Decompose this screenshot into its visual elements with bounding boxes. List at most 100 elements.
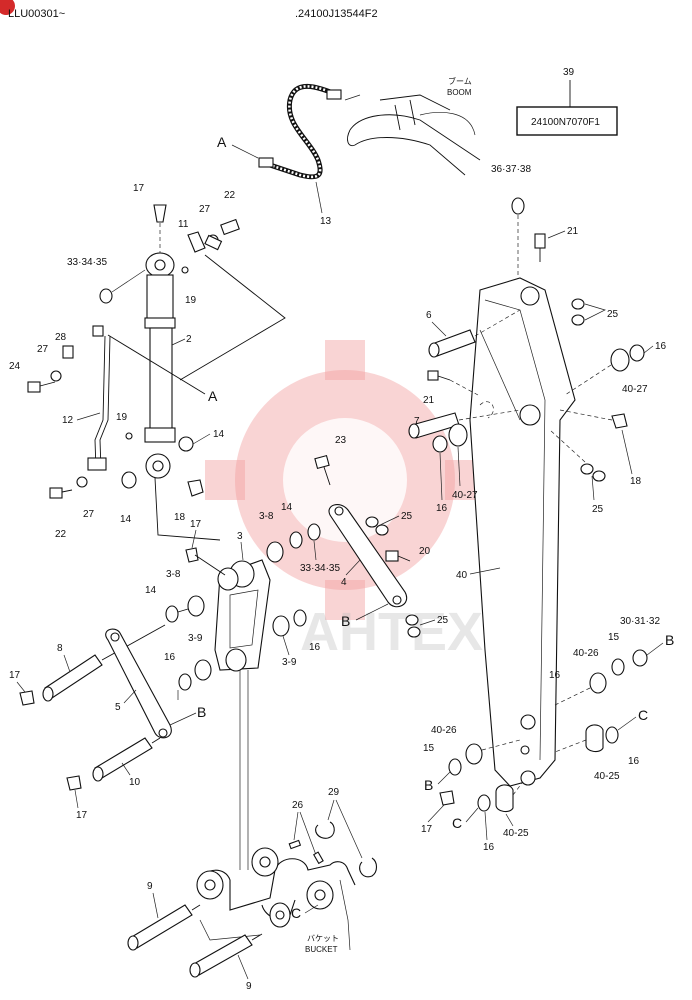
- pin-10: [92, 737, 153, 782]
- boom-caption-en: BOOM: [447, 88, 472, 97]
- callout-18-a: 18: [174, 512, 186, 523]
- callout-22-a: 22: [224, 190, 236, 201]
- washer-36: [511, 197, 525, 215]
- bucket-caption-jp: バケット: [307, 934, 339, 943]
- callout-16-d: 16: [309, 642, 321, 653]
- callout-30-32: 30·31·32: [620, 616, 660, 627]
- letter-c-right: C: [638, 707, 648, 723]
- letter-b-link4: B: [341, 613, 350, 629]
- callout-10: 10: [129, 777, 141, 788]
- part-number-text: 24100N7070F1: [531, 117, 600, 128]
- callout-15-a: 15: [608, 632, 620, 643]
- callout-3-8-b: 3-8: [166, 569, 181, 580]
- callout-19-b: 19: [116, 412, 128, 423]
- letter-a-mid: A: [208, 388, 218, 404]
- callout-25-b: 25: [592, 504, 604, 515]
- callout-3-8-a: 3-8: [259, 511, 274, 522]
- callout-3-9-b: 3-9: [282, 657, 297, 668]
- callout-14-a: 14: [213, 429, 225, 440]
- callout-25-d: 25: [437, 615, 449, 626]
- link-4: [328, 504, 408, 608]
- callout-14-c: 14: [281, 502, 293, 513]
- letter-b-lower: B: [424, 777, 433, 793]
- pin-6: [428, 329, 476, 358]
- callout-17-a: 17: [133, 183, 145, 194]
- callout-21-b: 21: [423, 395, 435, 406]
- callout-33-35-b: 33·34·35: [300, 563, 340, 574]
- callout-33-35-a: 33·34·35: [67, 257, 107, 268]
- callout-8: 8: [57, 643, 63, 654]
- callout-40-27-b: 40-27: [452, 490, 478, 501]
- callout-16-c: 16: [164, 652, 176, 663]
- callout-25-c: 25: [401, 511, 413, 522]
- callout-15-b: 15: [423, 743, 435, 754]
- callout-9-a: 9: [147, 881, 153, 892]
- callout-16-a: 16: [655, 341, 667, 352]
- grease-fitting-17a: [153, 204, 167, 223]
- part-number-box: [516, 106, 618, 136]
- callout-17-b: 17: [190, 519, 202, 530]
- callout-16-b: 16: [436, 503, 448, 514]
- callout-27-a: 27: [199, 204, 211, 215]
- callout-40-26-b: 40-26: [431, 725, 457, 736]
- callout-11: 11: [178, 219, 189, 230]
- callout-12: 12: [62, 415, 74, 426]
- letter-b-right: B: [665, 632, 674, 648]
- callout-4: 4: [341, 577, 347, 588]
- callout-40-25-a: 40-25: [594, 771, 620, 782]
- pin-8: [42, 654, 103, 702]
- callout-21-a: 21: [567, 226, 579, 237]
- callout-23: 23: [335, 435, 347, 446]
- callout-40-26-a: 40-26: [573, 648, 599, 659]
- callout-13: 13: [320, 216, 332, 227]
- callout-27-c: 27: [83, 509, 95, 520]
- letter-c-lower: C: [452, 815, 462, 831]
- boom-sketch: [344, 94, 481, 176]
- boom-arm-40: [469, 277, 576, 787]
- letter-b-link5: B: [197, 704, 206, 720]
- callout-5: 5: [115, 702, 121, 713]
- callout-18-b: 18: [630, 476, 642, 487]
- callout-20: 20: [419, 546, 431, 557]
- callout-27-b: 27: [37, 344, 49, 355]
- callout-16-f: 16: [628, 756, 640, 767]
- callout-26: 26: [292, 800, 304, 811]
- bolt-21-head: [534, 233, 546, 249]
- callout-25-a: 25: [607, 309, 619, 320]
- callout-3-9-a: 3-9: [188, 633, 203, 644]
- box-ref-label: 39: [563, 67, 575, 78]
- callout-14-b: 14: [120, 514, 132, 525]
- callout-6: 6: [426, 310, 432, 321]
- callout-40-25-b: 40-25: [503, 828, 529, 839]
- callout-2: 2: [186, 334, 192, 345]
- callout-7: 7: [414, 416, 420, 427]
- callout-16-g: 16: [483, 842, 495, 853]
- clamp-11: [187, 231, 206, 253]
- hose-13: [258, 83, 342, 180]
- bucket-bracket: [196, 847, 356, 951]
- callout-17-c: 17: [9, 670, 21, 681]
- header-left-code: LLU00301~: [8, 8, 65, 20]
- boom-caption-jp: ブーム: [448, 76, 472, 86]
- clip-28: [62, 345, 74, 359]
- watermark-text: AHTEX: [300, 602, 483, 662]
- callout-40: 40: [456, 570, 468, 581]
- link-5: [105, 628, 172, 739]
- header-center-code: .24100J13544F2: [295, 8, 378, 20]
- callout-40-27-a: 40-27: [622, 384, 648, 395]
- callout-28: 28: [55, 332, 67, 343]
- letter-c-bucket: C: [291, 905, 301, 921]
- callout-29: 29: [328, 787, 340, 798]
- callout-16-e: 16: [549, 670, 561, 681]
- boom-cylinder: [144, 252, 176, 479]
- letter-a-top: A: [217, 134, 227, 150]
- pin-9-upper: [127, 904, 193, 951]
- callout-17-d: 17: [76, 810, 88, 821]
- pin-9-lower: [189, 934, 253, 978]
- callout-36-38: 36·37·38: [491, 164, 531, 175]
- callout-22-b: 22: [55, 529, 67, 540]
- callout-9-b: 9: [246, 981, 252, 992]
- corner-marker-icon: [0, 0, 15, 15]
- watermark-gear-icon: [205, 340, 485, 620]
